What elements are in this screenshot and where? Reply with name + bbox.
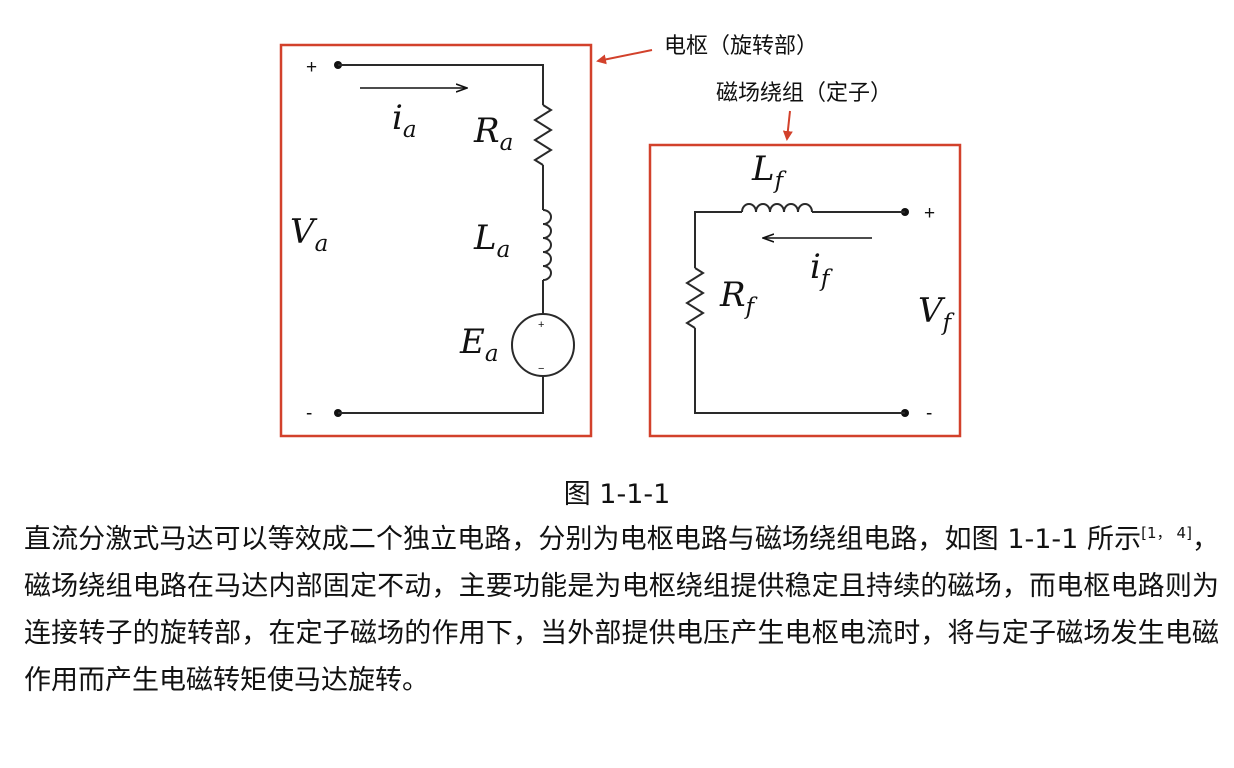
armature-callout-label: 电枢（旋转部） <box>664 34 818 59</box>
armature-inductor <box>542 209 552 281</box>
armature-resistor <box>533 104 553 166</box>
citation-reference: [1， 4] <box>1141 524 1192 542</box>
field-resistor <box>685 267 705 329</box>
field-top-left-wire <box>694 211 742 268</box>
armature-top-wire <box>338 64 544 105</box>
field-minus-sign: - <box>926 403 932 424</box>
field-box <box>648 143 962 438</box>
field-voltage-label: Vf <box>918 291 955 336</box>
field-resistor-label: Rf <box>719 275 758 320</box>
armature-plus-sign: + <box>306 57 317 78</box>
figure-caption: 图 1-1-1 <box>563 479 671 510</box>
armature-callout-arrow <box>596 49 653 65</box>
emf-source-plus: + <box>538 319 544 331</box>
field-inductor-label: Lf <box>751 149 787 194</box>
motor-equivalent-circuit-diagram: + - + − ia Ra La Ea Va 电枢（旋转部） + - Lf if <box>279 34 962 438</box>
armature-box <box>279 43 593 438</box>
armature-minus-sign: - <box>306 403 312 424</box>
field-plus-sign: + <box>924 203 935 224</box>
field-callout-arrow <box>782 110 793 141</box>
armature-bottom-wire <box>338 376 544 414</box>
armature-voltage-label: Va <box>290 212 328 257</box>
field-bottom-wire <box>694 328 905 414</box>
armature-current-label: ia <box>392 98 417 143</box>
body-paragraph: 直流分激式马达可以等效成二个独立电路，分别为电枢电路与磁场绕组电路，如图 1-1… <box>24 516 1219 704</box>
field-callout-label: 磁场绕组（定子） <box>716 81 892 106</box>
field-current-label: if <box>810 247 833 292</box>
field-inductor <box>741 203 813 213</box>
paragraph-text-part2: ，磁场绕组电路在马达内部固定不动，主要功能是为电枢绕组提供稳定且持续的磁场，而电… <box>24 524 1219 696</box>
emf-source-minus: − <box>538 363 544 375</box>
armature-resistor-label: Ra <box>473 111 513 156</box>
armature-emf-label: Ea <box>459 322 499 367</box>
paragraph-text-part1: 直流分激式马达可以等效成二个独立电路，分别为电枢电路与磁场绕组电路，如图 1-1… <box>24 524 1142 555</box>
armature-inductor-label: La <box>473 218 510 263</box>
